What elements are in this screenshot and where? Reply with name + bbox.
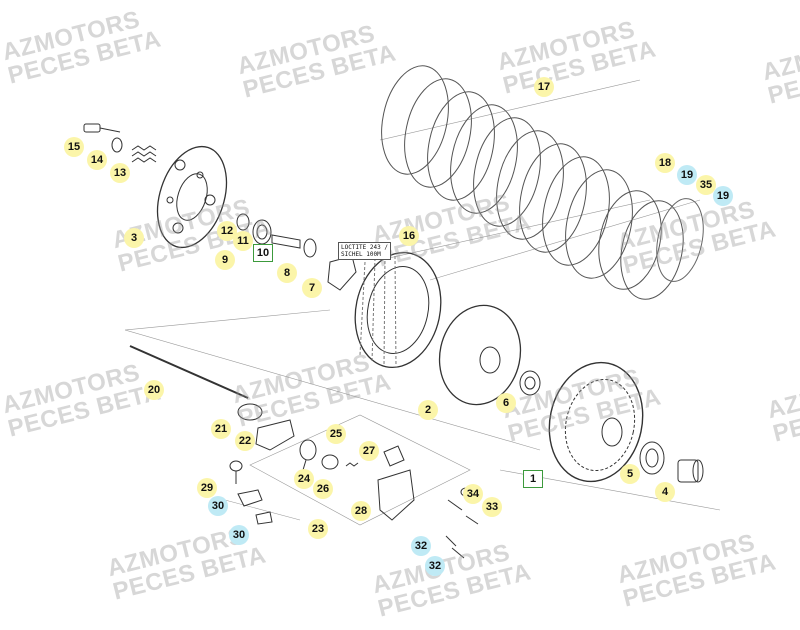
loctite-note-line2: SICHEL 100M xyxy=(341,251,381,258)
part-callout-23[interactable]: 23 xyxy=(308,519,328,539)
part-callout-22[interactable]: 22 xyxy=(235,431,255,451)
part-callout-35[interactable]: 35 xyxy=(696,175,716,195)
bearing-parts xyxy=(236,213,301,249)
oring-cover-parts xyxy=(237,403,295,451)
inner-hub-part xyxy=(438,304,541,406)
part-callout-26[interactable]: 26 xyxy=(313,479,333,499)
bearing-bush-parts xyxy=(639,441,704,483)
part-callout-16[interactable]: 16 xyxy=(399,226,419,246)
part-callout-9[interactable]: 9 xyxy=(215,250,235,270)
friction-plate-stack xyxy=(381,65,684,300)
part-callout-34[interactable]: 34 xyxy=(463,484,483,504)
part-callout-24[interactable]: 24 xyxy=(294,469,314,489)
part-callout-6[interactable]: 6 xyxy=(496,393,516,413)
part-callout-20[interactable]: 20 xyxy=(144,380,164,400)
part-callout-32[interactable]: 32 xyxy=(411,536,431,556)
part-callout-32b[interactable]: 32 xyxy=(425,556,445,576)
part-callout-33[interactable]: 33 xyxy=(482,497,502,517)
part-callout-15[interactable]: 15 xyxy=(64,137,84,157)
screw-spring-parts xyxy=(83,123,157,163)
slave-cylinder-parts xyxy=(377,445,415,521)
circlip-parts xyxy=(656,198,704,282)
clutch-basket-part xyxy=(548,361,644,483)
part-callout-28[interactable]: 28 xyxy=(351,501,371,521)
part-callout-10[interactable]: 10 xyxy=(253,244,273,262)
part-callout-21[interactable]: 21 xyxy=(211,419,231,439)
part-callout-12[interactable]: 12 xyxy=(217,221,237,241)
clutch-hub-part xyxy=(354,251,442,369)
part-callout-30[interactable]: 30 xyxy=(208,496,228,516)
part-callout-19b[interactable]: 19 xyxy=(713,186,733,206)
part-callout-1[interactable]: 1 xyxy=(523,470,543,488)
part-callout-13[interactable]: 13 xyxy=(110,163,130,183)
assembly-lines xyxy=(124,79,721,526)
pressure-plate-part xyxy=(156,145,228,249)
bolt-parts xyxy=(229,460,479,559)
part-callout-5[interactable]: 5 xyxy=(620,464,640,484)
loctite-note-line1: LOCTITE 243 / xyxy=(341,244,388,251)
part-callout-18[interactable]: 18 xyxy=(655,153,675,173)
part-callout-27[interactable]: 27 xyxy=(359,441,379,461)
part-callout-4[interactable]: 4 xyxy=(655,482,675,502)
part-callout-30b[interactable]: 30 xyxy=(229,525,249,545)
part-callout-3[interactable]: 3 xyxy=(124,228,144,248)
part-callout-7[interactable]: 7 xyxy=(302,278,322,298)
part-callout-25[interactable]: 25 xyxy=(326,424,346,444)
part-callout-19[interactable]: 19 xyxy=(677,165,697,185)
part-callout-14[interactable]: 14 xyxy=(87,150,107,170)
part-callout-17[interactable]: 17 xyxy=(534,77,554,97)
part-callout-29[interactable]: 29 xyxy=(197,478,217,498)
loctite-note: LOCTITE 243 /SICHEL 100M xyxy=(338,242,391,260)
push-rod-part xyxy=(129,345,249,399)
part-callout-11[interactable]: 11 xyxy=(233,231,253,251)
part-callout-2[interactable]: 2 xyxy=(418,400,438,420)
part-callout-8[interactable]: 8 xyxy=(277,263,297,283)
